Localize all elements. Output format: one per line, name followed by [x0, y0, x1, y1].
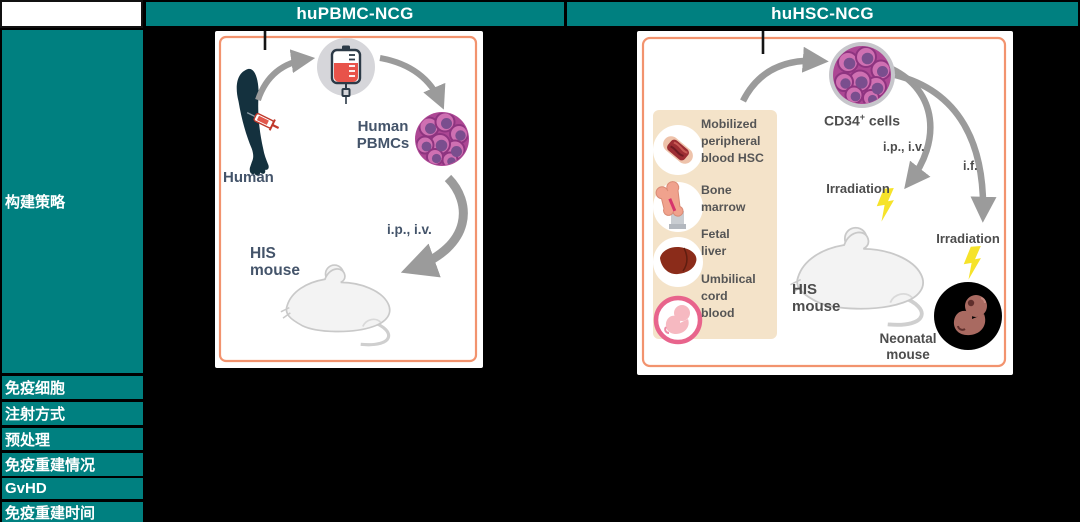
- huhsc-diagram-panel: Neonatal mouse Mobilized peripheral bloo…: [637, 31, 1013, 375]
- row-header-label: 构建策略: [5, 194, 66, 211]
- row-header-label: 免疫重建时间: [5, 504, 96, 522]
- row-header-pretreatment: 预处理: [2, 428, 143, 450]
- human-arm-icon: [236, 68, 269, 176]
- column-header-huhsc-label: huHSC-NCG: [771, 4, 874, 23]
- panel-frame: [218, 35, 478, 363]
- pbmc-cells-label-line2: PBMCs: [356, 134, 410, 152]
- pbmc-cells-icon: [415, 112, 469, 166]
- legend-item-fetal-liver: Fetal liver: [701, 227, 730, 258]
- row-header-label: GvHD: [5, 480, 47, 497]
- row-header-immune-cells: 免疫细胞: [2, 376, 143, 399]
- syringe-icon: [246, 112, 280, 131]
- his-mouse-icon: [280, 264, 391, 347]
- route-label-ipiv: i.p., i.v.: [883, 140, 925, 154]
- row-header-construction-strategy: 构建策略: [2, 30, 143, 373]
- route-label-ipiv: i.p., i.v.: [387, 222, 432, 237]
- human-label: Human: [223, 169, 274, 186]
- umbilical-cord-icon: [653, 295, 703, 345]
- blood-bag-icon: [317, 38, 375, 104]
- row-header-immune-reconstitution-time: 免疫重建时间: [2, 502, 143, 522]
- legend-item-mobilized-hsc: Mobilized peripheral blood HSC: [701, 117, 764, 165]
- column-header-hupbmc-label: huPBMC-NCG: [296, 4, 414, 23]
- hupbmc-diagram-panel: Human Human PBMCs i.p., i.v. HIS mouse: [215, 31, 483, 368]
- irradiation-label-1: Irradiation: [826, 181, 890, 196]
- hupbmc-diagram-art: [218, 31, 478, 363]
- arrow-arm-to-bag: [255, 49, 316, 102]
- irradiation-label-2: Irradiation: [936, 231, 1000, 246]
- row-header-label: 注射方式: [5, 406, 66, 423]
- row-header-immune-reconstitution-status: 免疫重建情况: [2, 453, 143, 476]
- arrow-bag-to-cells: [379, 55, 446, 110]
- row-header-gvhd: GvHD: [2, 478, 143, 499]
- arrow-cells-to-mouse: [400, 174, 468, 278]
- row-header-label: 免疫细胞: [5, 380, 66, 397]
- huhsc-diagram-art: Neonatal mouse: [641, 31, 1007, 368]
- neonatal-mouse-icon: [934, 282, 1002, 350]
- neonatal-mouse-label-line2: mouse: [886, 347, 930, 362]
- cd34-cells-icon: [829, 42, 895, 108]
- row-header-label: 预处理: [5, 431, 51, 449]
- row-header-label: 免疫重建情况: [5, 457, 96, 474]
- route-label-if: i.f.: [963, 159, 978, 173]
- pbmc-cells-label: Human PBMCs: [345, 118, 421, 153]
- arrow-sources-to-cd34: [740, 46, 829, 103]
- column-header-huhsc: huHSC-NCG: [567, 2, 1078, 26]
- his-mouse-label: HIS mouse: [250, 245, 300, 280]
- legend-item-umbilical-cord: Umbilical cord blood: [701, 272, 756, 320]
- column-header-hupbmc: huPBMC-NCG: [146, 2, 564, 26]
- his-mouse-label-line2: mouse: [250, 262, 300, 280]
- irradiation-bolt-icon: [963, 245, 981, 280]
- his-mouse-label: HIS mouse: [792, 281, 841, 316]
- panel-frame: [641, 36, 1007, 368]
- bone-marrow-icon: [653, 181, 703, 232]
- neonatal-mouse-label-line1: Neonatal: [879, 331, 936, 346]
- irradiation-bolt-icon: [876, 187, 894, 222]
- corner-cell: [0, 0, 143, 28]
- fetal-liver-icon: [653, 237, 703, 287]
- arrow-cd34-to-neonatal-mouse: [894, 71, 997, 223]
- his-mouse-icon: [790, 226, 924, 327]
- mobilized-hsc-icon: [653, 125, 703, 175]
- his-mouse-label-line1: HIS: [250, 245, 276, 262]
- row-header-injection-method: 注射方式: [2, 402, 143, 425]
- pbmc-cells-label-line1: Human: [357, 118, 409, 135]
- cd34-cells-label: CD34+ cells: [823, 112, 901, 129]
- legend-item-bone-marrow: Bone marrow: [701, 183, 746, 214]
